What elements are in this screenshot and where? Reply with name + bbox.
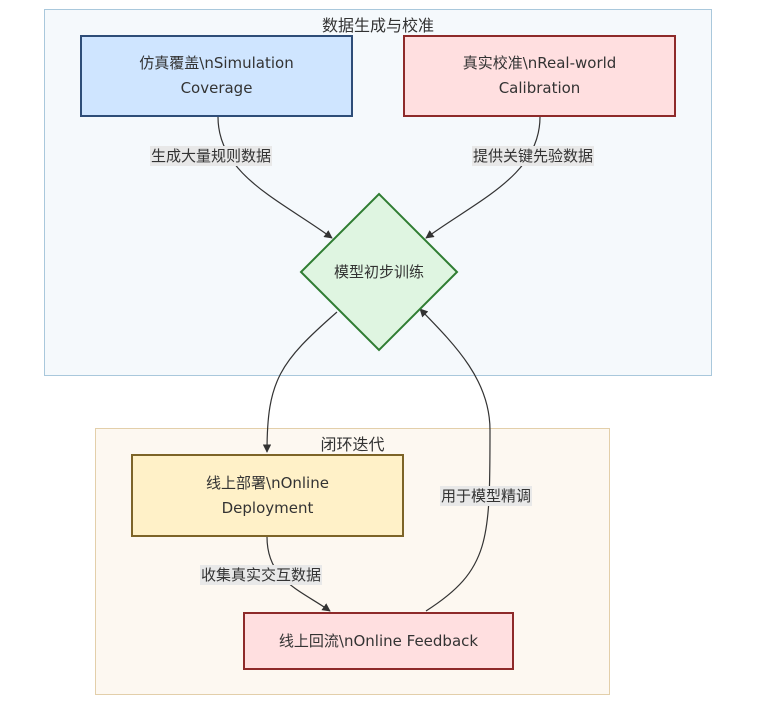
node-simulation-coverage[interactable]: 仿真覆盖\nSimulation Coverage [80,35,353,117]
cluster-data-generation-title: 数据生成与校准 [321,16,434,35]
edge-feedback-to-train [419,308,491,612]
edge-train-to-deploy [262,311,338,453]
node-online-deployment[interactable]: 线上部署\nOnline Deployment [131,454,404,537]
edge-label-key-prior-data: 提供关键先验数据 [472,146,595,166]
cluster-closed-loop-title: 闭环迭代 [320,435,385,454]
node-initial-training-label: 模型初步训练 [333,263,424,281]
edge-sim-to-train [217,116,333,239]
edge-label-fine-tune: 用于模型精调 [440,486,533,506]
edge-label-collect-interaction-data: 收集真实交互数据 [200,565,323,585]
node-online-feedback[interactable]: 线上回流\nOnline Feedback [243,612,514,670]
edge-label-generate-rule-data: 生成大量规则数据 [150,146,273,166]
node-initial-training-shape[interactable] [299,192,459,352]
node-real-world-calibration[interactable]: 真实校准\nReal-world Calibration [403,35,676,117]
edge-real-to-train [425,116,541,239]
